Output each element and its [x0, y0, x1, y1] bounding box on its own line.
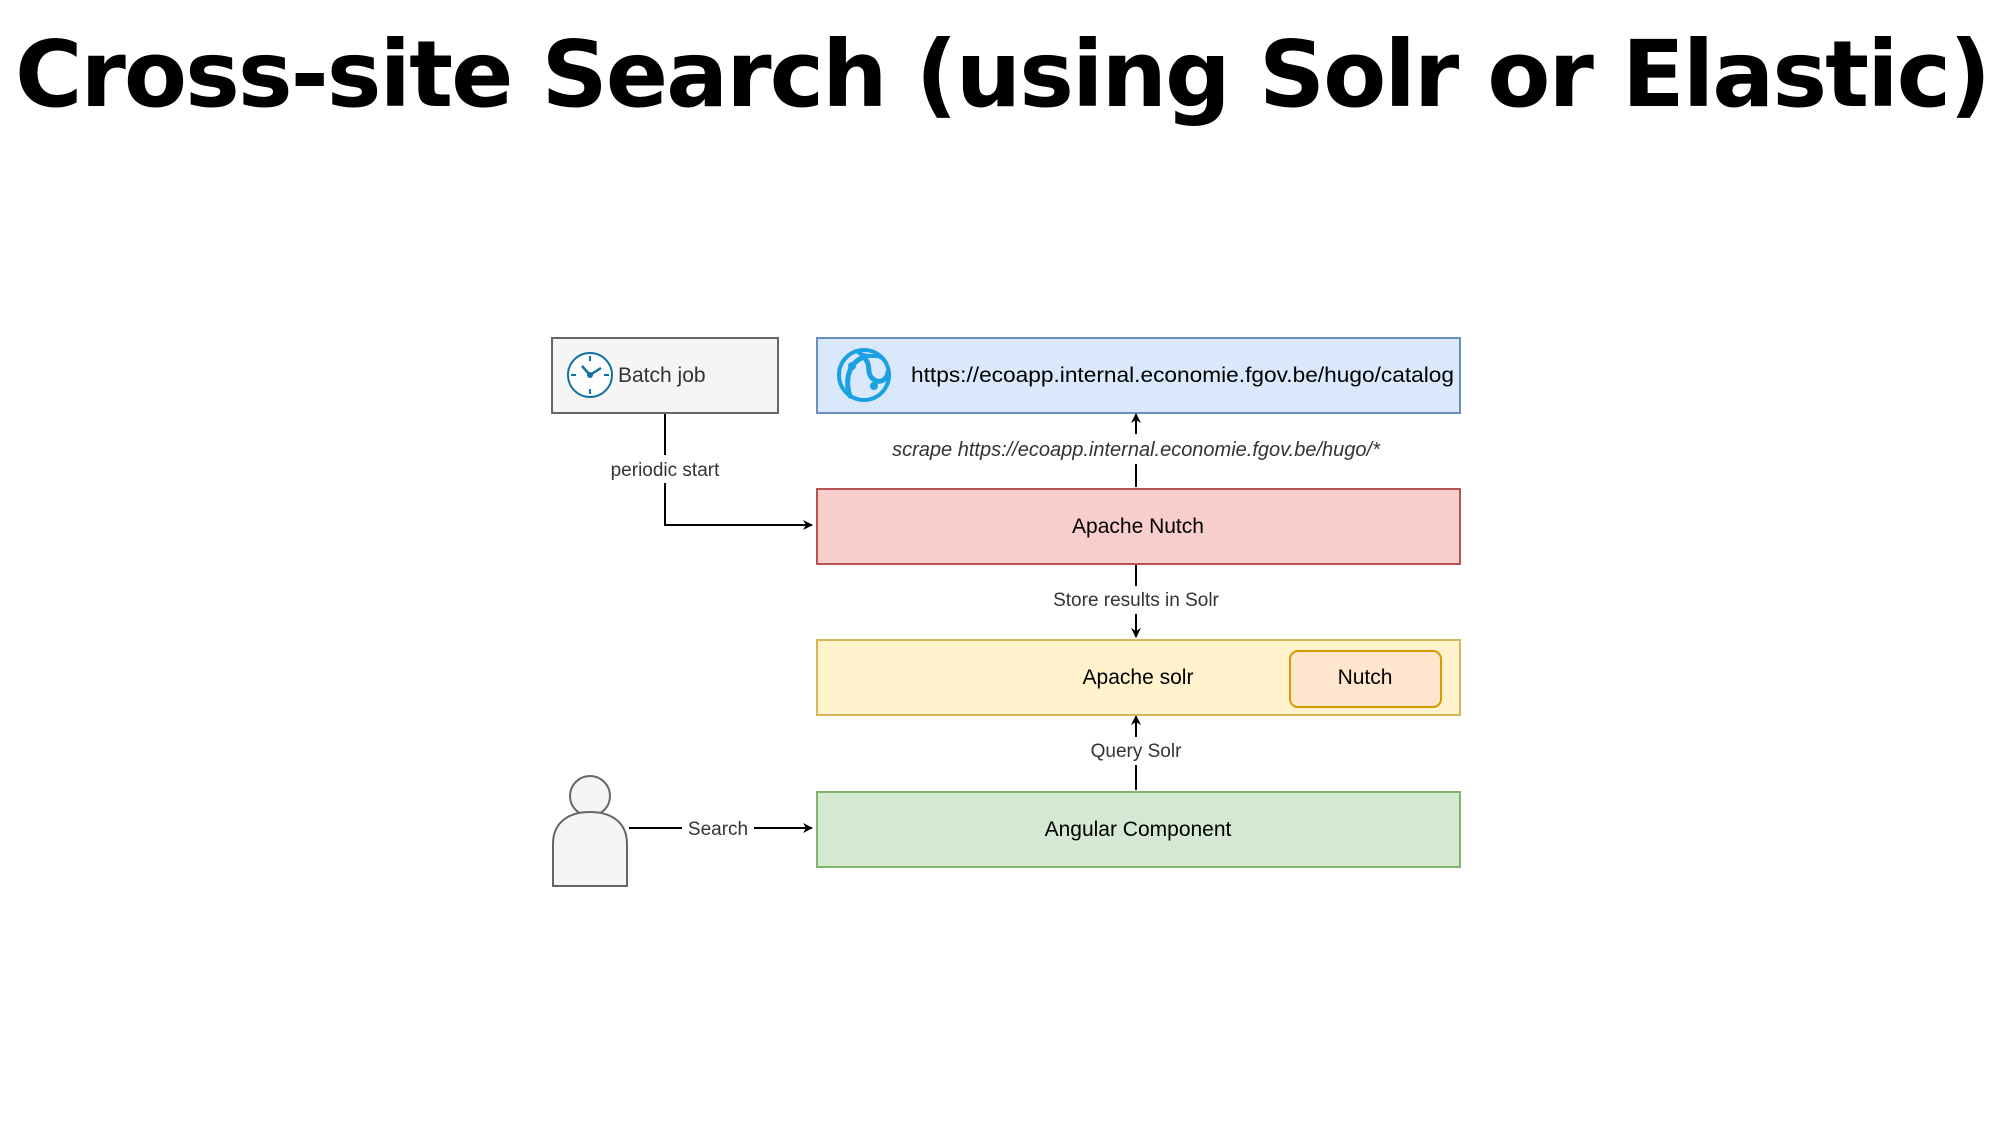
edge-store-results: Store results in Solr: [1040, 564, 1232, 638]
edge-query-solr-label-bg: [1080, 737, 1192, 765]
edge-periodic-start-line: [664, 413, 813, 530]
node-angular-component-box: [816, 791, 1461, 868]
node-website-label: https://ecoapp.internal.economie.fgov.be…: [911, 364, 1454, 387]
edge-periodic-start: periodic start: [598, 413, 813, 530]
globe-icon: [837, 348, 891, 402]
node-apache-solr-label: Apache solr: [1083, 666, 1194, 689]
edge-periodic-start-label: periodic start: [611, 460, 720, 481]
node-apache-nutch-label: Apache Nutch: [1072, 515, 1204, 538]
node-apache-nutch-box: [816, 488, 1461, 565]
edge-search-label-bg: [682, 815, 754, 841]
edge-periodic-start-label-bg: [598, 455, 732, 483]
user-icon: [552, 775, 628, 887]
edge-search: Search: [629, 815, 813, 841]
edge-scrape-label: scrape https://ecoapp.internal.economie.…: [892, 439, 1381, 461]
node-website-box: [816, 337, 1461, 414]
node-batch-job: Batch job: [551, 337, 779, 414]
node-batch-job-label: Batch job: [618, 364, 706, 387]
edge-query-solr: Query Solr: [1080, 715, 1192, 790]
node-apache-nutch: Apache Nutch: [816, 488, 1461, 565]
node-nutch-core-box: [1289, 650, 1442, 708]
node-angular-component-label: Angular Component: [1045, 818, 1232, 841]
node-apache-solr: Apache solr Nutch: [816, 639, 1461, 716]
node-nutch-core: Nutch: [1289, 650, 1442, 708]
edge-store-results-label: Store results in Solr: [1053, 590, 1219, 611]
edge-query-solr-label: Query Solr: [1091, 741, 1182, 762]
clock-icon: [567, 352, 613, 398]
edge-scrape: scrape https://ecoapp.internal.economie.…: [855, 413, 1417, 487]
edge-store-results-label-bg: [1040, 586, 1232, 614]
node-angular-component: Angular Component: [816, 791, 1461, 868]
node-website: https://ecoapp.internal.economie.fgov.be…: [816, 337, 1461, 414]
page-title: Cross-site Search (using Solr or Elastic…: [15, 21, 1991, 128]
node-nutch-core-label: Nutch: [1338, 666, 1393, 689]
edge-search-label: Search: [688, 819, 748, 840]
edge-scrape-label-bg: [855, 434, 1417, 464]
